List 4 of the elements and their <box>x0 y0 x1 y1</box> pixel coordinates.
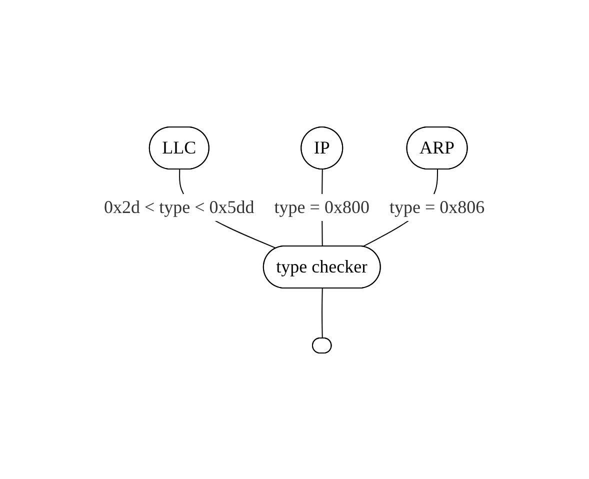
edge-label: type = 0x800 <box>274 196 370 216</box>
connector <box>322 288 324 338</box>
edge-label: type = 0x806 <box>390 196 485 216</box>
edge-label: 0x2d < type < 0x5dd <box>104 196 254 216</box>
